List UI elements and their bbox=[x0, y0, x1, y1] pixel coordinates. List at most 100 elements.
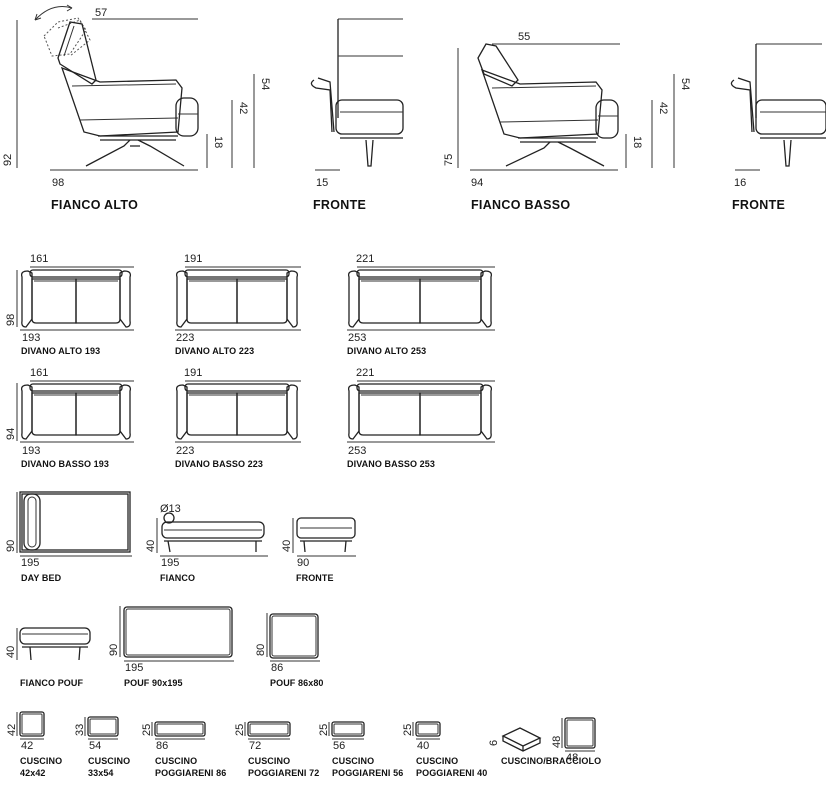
sofa-seat-cushion bbox=[419, 392, 482, 436]
pouf-86x80-drawing bbox=[266, 613, 320, 662]
sofa-5-drawing bbox=[347, 380, 495, 443]
day-bed-front-height-text: 40 bbox=[281, 540, 293, 552]
sofa-seat-cushion bbox=[31, 392, 77, 436]
sofa-arm-left bbox=[347, 384, 360, 440]
day-bed-front-label: FRONTE bbox=[296, 573, 334, 583]
fronte-2-label: FRONTE bbox=[732, 198, 786, 212]
sofa-arm-left bbox=[347, 270, 360, 328]
day-bed-label: DAY BED bbox=[21, 573, 62, 583]
fianco-basso-back-text: 54 bbox=[679, 78, 691, 90]
day-bed-side-label: FIANCO bbox=[160, 573, 196, 583]
pouf-90x195-drawing bbox=[119, 606, 234, 662]
sofa-arm-left bbox=[175, 384, 188, 440]
pouf-90-width-text: 195 bbox=[125, 662, 143, 674]
cushion-outline bbox=[154, 721, 206, 737]
day-bed-width-text: 195 bbox=[21, 557, 39, 569]
sofa-arm-right bbox=[286, 270, 299, 328]
cushion-label-line2: POGGIARENI 56 bbox=[332, 768, 404, 778]
fianco-basso-width-text: 94 bbox=[471, 177, 483, 189]
fianco-alto-height-text: 92 bbox=[2, 154, 14, 166]
fronte-2-dim-text: 16 bbox=[734, 177, 746, 189]
sofa-5-label: DIVANO BASSO 253 bbox=[347, 459, 435, 469]
sofa-2-total-text: 253 bbox=[348, 332, 366, 344]
pouf-86-width-text: 86 bbox=[271, 662, 283, 674]
day-bed-side-width-text: 195 bbox=[161, 557, 179, 569]
fronte-1-label: FRONTE bbox=[313, 198, 367, 212]
day-bed-front-drawing bbox=[292, 517, 356, 557]
sofa-back bbox=[29, 269, 123, 278]
fronte-1-dim-text: 15 bbox=[316, 177, 328, 189]
pouf-86-depth-text: 80 bbox=[255, 644, 267, 656]
cushion-label-line1: CUSCINO/BRACCIOLO bbox=[501, 756, 602, 766]
sofa-1-total-text: 223 bbox=[176, 332, 194, 344]
fianco-basso-label: FIANCO BASSO bbox=[471, 198, 571, 212]
sofas-layer bbox=[16, 266, 495, 443]
cushion-height-text: 48 bbox=[551, 736, 563, 748]
cushion-width-text: 86 bbox=[156, 740, 168, 752]
sofa-1-label: DIVANO ALTO 223 bbox=[175, 346, 255, 356]
sofa-back bbox=[29, 383, 123, 392]
sofa-4-drawing bbox=[175, 380, 301, 443]
sofa-arm-right bbox=[119, 270, 132, 328]
sofa-back bbox=[184, 383, 290, 392]
cushion-width-text: 42 bbox=[21, 740, 33, 752]
cushion-inner bbox=[249, 723, 289, 735]
sofa-4-label: DIVANO BASSO 223 bbox=[175, 459, 263, 469]
sofa-seat-cushion bbox=[186, 392, 238, 436]
sofa-4-total-text: 223 bbox=[176, 445, 194, 457]
sofa-arm-left bbox=[175, 270, 188, 328]
pouf-90x195-label: POUF 90x195 bbox=[124, 678, 183, 688]
cushion-width-text: 48 bbox=[566, 752, 578, 764]
cushion-outline bbox=[564, 717, 596, 749]
sofa-back bbox=[356, 383, 484, 392]
cushion-width-text: 56 bbox=[333, 740, 345, 752]
fronte-2-drawing bbox=[730, 43, 826, 171]
fianco-alto-seat-text: 42 bbox=[237, 102, 249, 114]
fianco-basso-drawing bbox=[457, 43, 675, 171]
day-bed-top-drawing bbox=[16, 491, 132, 557]
cushion-height-text: 33 bbox=[74, 724, 86, 736]
cushion-inner bbox=[156, 723, 204, 735]
day-bed-cushion-text: Ø13 bbox=[160, 503, 181, 515]
sofa-back bbox=[356, 269, 484, 278]
sofa-1-drawing bbox=[175, 266, 301, 331]
fianco-basso-height-text: 75 bbox=[443, 154, 455, 166]
cushion-outline bbox=[331, 721, 365, 737]
cushion-inner bbox=[417, 723, 439, 735]
sofa-seat-cushion bbox=[236, 392, 288, 436]
pouf-90-depth-text: 90 bbox=[108, 644, 120, 656]
fianco-alto-label: FIANCO ALTO bbox=[51, 198, 139, 212]
sofa-arm-right bbox=[119, 384, 132, 440]
sofa-1-seat-text: 191 bbox=[184, 253, 202, 265]
cushion-height-text: 25 bbox=[141, 724, 153, 736]
cushion-outline bbox=[247, 721, 291, 737]
day-bed-front-width-text: 90 bbox=[297, 557, 309, 569]
cushion-width-text: 40 bbox=[417, 740, 429, 752]
cushion-outline bbox=[415, 721, 441, 737]
day-bed-depth-text: 90 bbox=[5, 540, 17, 552]
fianco-basso-base-text: 18 bbox=[631, 136, 643, 148]
fianco-pouf-drawing bbox=[16, 627, 91, 661]
cushion-thickness-text: 6 bbox=[488, 740, 500, 746]
cushion-inner bbox=[566, 719, 594, 747]
cushion-height-text: 42 bbox=[6, 724, 18, 736]
sofa-seat-cushion bbox=[186, 278, 238, 324]
sofa-3-depth-text: 94 bbox=[5, 428, 17, 440]
sofa-3-label: DIVANO BASSO 193 bbox=[21, 459, 109, 469]
cushion-label-line2: POGGIARENI 86 bbox=[155, 768, 227, 778]
cushion-width-text: 54 bbox=[89, 740, 101, 752]
cushion-height-text: 25 bbox=[234, 724, 246, 736]
sofa-5-total-text: 253 bbox=[348, 445, 366, 457]
fianco-pouf-label: FIANCO POUF bbox=[20, 678, 84, 688]
pouf-side-height-text: 40 bbox=[5, 646, 17, 658]
